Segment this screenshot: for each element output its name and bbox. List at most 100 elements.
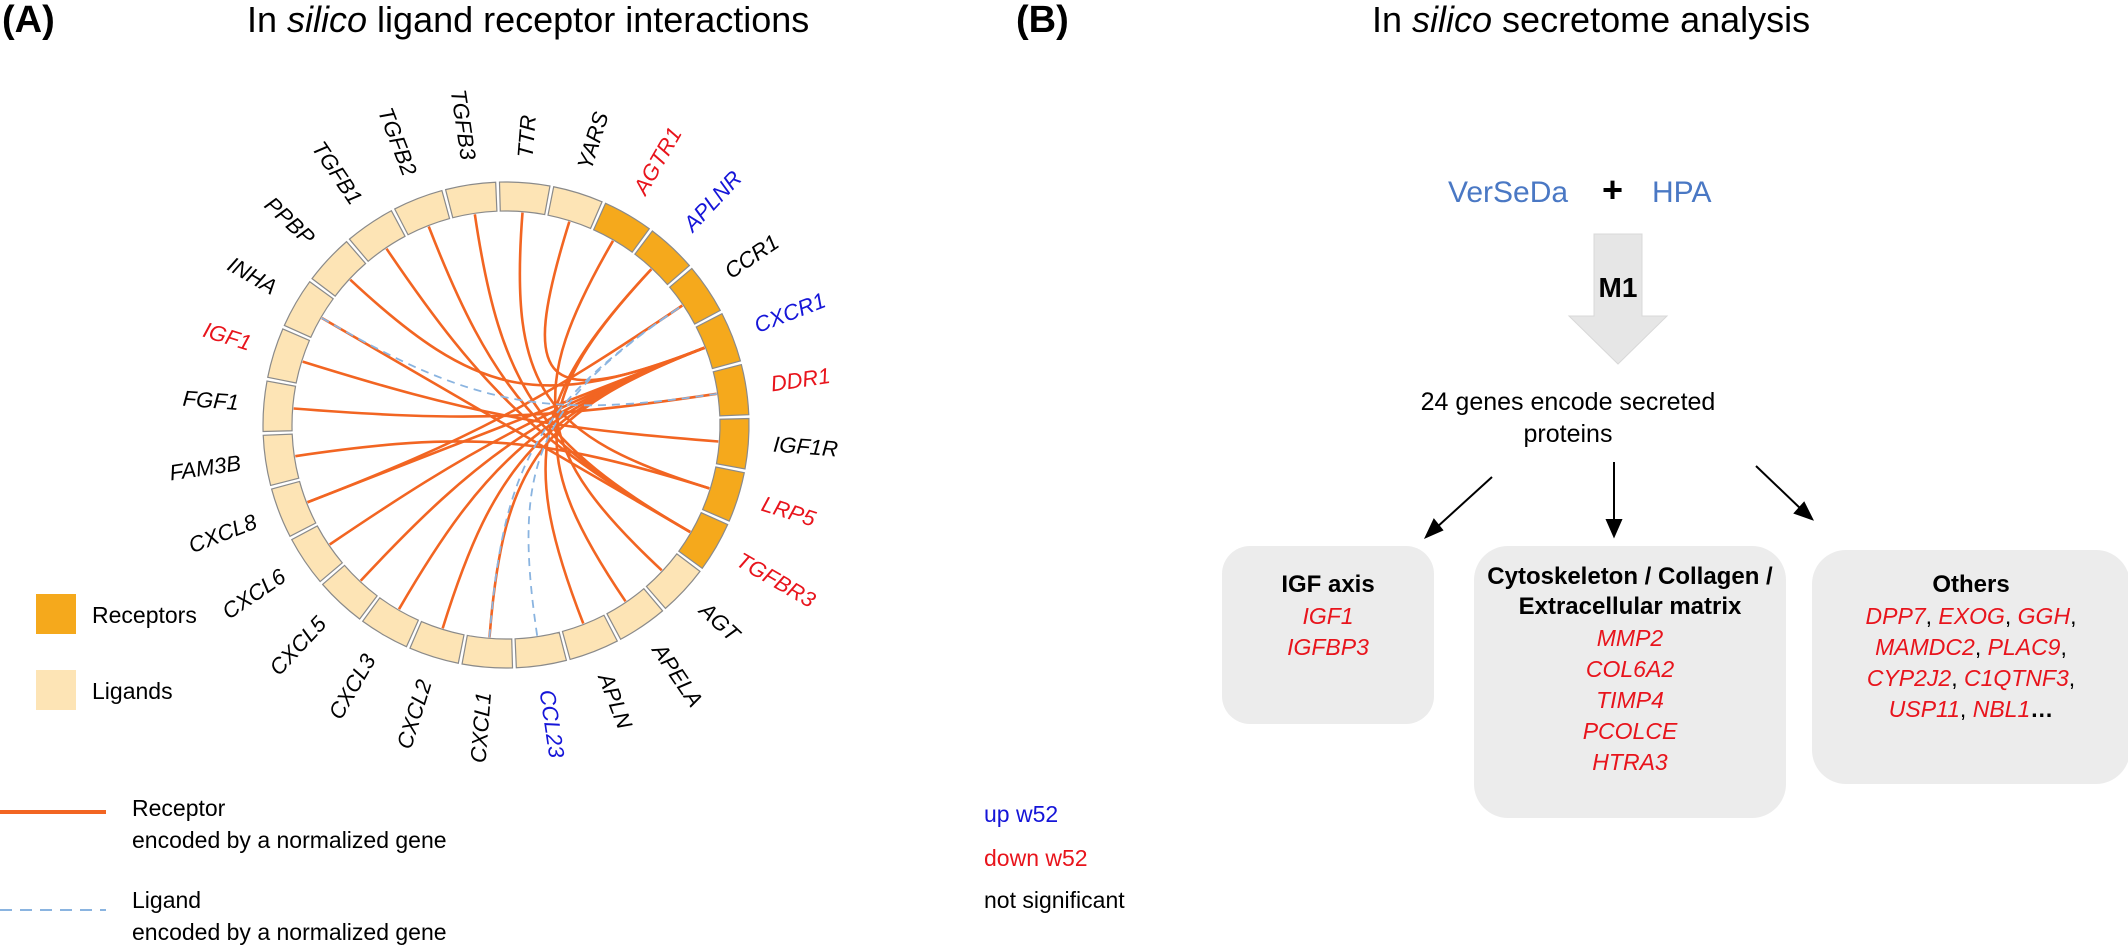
gene-label-cxcl6: CXCL6 [217,563,290,624]
link-inha-ddr1 [321,317,717,407]
gene-label-cxcr1: CXCR1 [751,287,830,337]
arrow-to-others [1755,465,1803,511]
gene-label-agt: AGT [693,596,746,648]
gene-label-cxcl2: CXCL2 [392,677,437,752]
legend-ligand-link-title: Ligand [132,887,201,913]
panel-a: (A) In silico ligand receptor interactio… [0,0,839,945]
gene-label-fgf1: FGF1 [182,386,240,415]
segment-fgf1 [262,380,297,433]
box-title-cytoskeleton: Cytoskeleton / Collagen / [1487,563,1773,590]
gene-label-cxcl3: CXCL3 [323,649,381,724]
legend-ligand-link-desc: encoded by a normalized gene [132,919,447,945]
panel-b-title: In silico secretome analysis [1372,0,1810,40]
segment-ccr1 [668,267,722,325]
arrowhead-cytoskeleton [1605,519,1623,539]
gene-label-tgfb2: TGFB2 [373,104,422,179]
gene-label-yars: YARS [572,109,613,173]
link-cxcl1-ccr1 [488,304,683,638]
box-cytoskeleton [1474,546,1786,818]
link-tgfb1-tgfbr3 [385,247,691,534]
segment-lrp5 [701,466,745,522]
box-title-cytoskeleton: Extracellular matrix [1519,593,1742,620]
legend-down: down w52 [984,845,1088,871]
segment-cxcl8 [270,480,317,538]
segment-ddr1 [712,363,750,417]
box-others [1812,550,2128,784]
gene-label-igf1r: IGF1R [772,432,839,462]
box-gene-line-others: CYP2J2, C1QTNF3, [1867,665,2075,691]
link-tgfb2-tgfbr3 [427,226,691,534]
gene-label-aplnr: APLNR [677,166,747,238]
box-gene-line-cytoskeleton: HTRA3 [1592,749,1668,775]
segment-cxcl2 [409,620,465,664]
link-apln-aplnr [544,268,653,624]
source-hpa: HPA [1652,176,1711,209]
chord-links [293,212,719,638]
segment-cxcl5 [321,564,378,620]
gene-label-ccr1: CCR1 [720,229,784,283]
box-gene-line-igf-axis: IGF1 [1302,603,1353,629]
arrowhead-others [1793,501,1815,521]
box-title-igf-axis: IGF axis [1281,571,1374,598]
segment-apln [561,614,619,661]
gene-label-fam3b: FAM3B [168,450,243,485]
box-gene-line-cytoskeleton: COL6A2 [1586,656,1674,682]
gene-label-tgfb1: TGFB1 [307,137,367,210]
model-label: M1 [1599,272,1638,303]
box-igf-axis [1222,546,1434,724]
link-cxcl1-cxcr1 [488,346,705,638]
link-agt-agtr1 [553,240,663,572]
segment-tgfb2 [393,189,451,236]
box-gene-line-cytoskeleton: TIMP4 [1596,687,1664,713]
box-gene-line-others: DPP7, EXOG, GGH, [1866,603,2077,629]
segment-apela [606,587,664,641]
segment-ttr [498,181,551,216]
gene-label-tgfb3: TGFB3 [446,88,481,163]
segment-aplnr [634,230,691,286]
segment-igf1 [267,328,311,384]
box-gene-line-others: USP11, NBL1… [1889,696,2054,722]
gene-label-agtr1: AGTR1 [627,123,686,201]
link-fam3b-lrp5 [295,440,710,490]
box-gene-line-cytoskeleton: PCOLCE [1583,718,1678,744]
branch-arrows [1423,462,1815,539]
box-title-others: Others [1932,571,2009,598]
segment-ccl23 [514,631,568,669]
source-verseda: VerSeDa [1448,176,1568,209]
panel-b: (B) In silico secretome analysis VerSeDa… [984,0,2128,913]
gene-label-cxcl1: CXCL1 [466,691,496,764]
segment-cxcl1 [461,634,514,669]
segment-tgfb3 [444,181,498,219]
gene-label-cxcl8: CXCL8 [185,509,261,558]
gene-label-igf1: IGF1 [200,317,254,355]
plus-sign: + [1602,169,1623,210]
legend-ligands-label: Ligands [92,678,173,704]
link-apela-aplnr [555,268,653,603]
gene-label-cxcl5: CXCL5 [264,611,331,680]
gene-label-ccl23: CCL23 [535,688,570,760]
link-inha-tgfbr3 [321,316,691,534]
arrowhead-igf-axis [1423,518,1444,539]
gene-label-lrp5: LRP5 [759,491,820,531]
panel-b-tag: (B) [1016,0,1069,41]
gene-label-apela: APELA [646,637,708,711]
link-ttr-lrp5 [518,212,710,490]
arrow-to-igf-axis [1435,476,1493,529]
box-gene-line-igf-axis: IGFBP3 [1287,634,1369,660]
gene-label-ddr1: DDR1 [769,363,832,396]
segment-agtr1 [592,202,651,254]
gene-label-ttr: TTR [513,114,541,159]
down-arrow-m1 [1567,233,1669,365]
legend-receptor-swatch [36,594,76,634]
chord-segments [262,181,750,669]
segment-ppbp [311,240,367,297]
link-tgfb3-tgfbr3 [473,214,691,534]
legend-up: up w52 [984,801,1058,827]
gene-label-tgfbr3: TGFBR3 [732,547,820,613]
gene-label-inha: INHA [223,252,281,300]
segment-yars [547,186,603,230]
segment-tgfb1 [348,209,406,263]
